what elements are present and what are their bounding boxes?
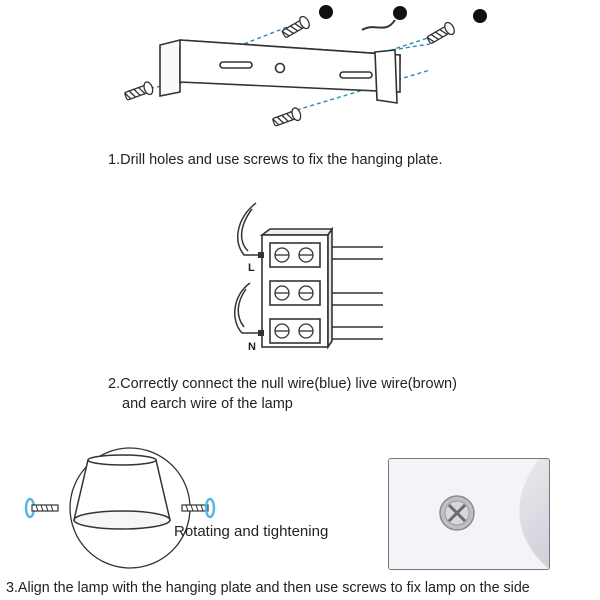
- black-dot-marker: [319, 5, 333, 19]
- hanging-plate-diagram: [123, 5, 487, 127]
- hanging-plate-icon: [159, 39, 401, 104]
- label-live: L: [248, 262, 255, 274]
- lamp-mount-diagram: [24, 447, 216, 569]
- step-3-caption: 3.Align the lamp with the hanging plate …: [6, 580, 530, 596]
- label-neutral: N: [248, 341, 256, 353]
- screw-icon: [123, 81, 154, 101]
- screw-icon: [271, 107, 302, 127]
- terminal-block-diagram: L N: [234, 202, 383, 353]
- screw-icon: [426, 21, 455, 44]
- screw-icon: [281, 15, 310, 38]
- step-1-caption: 1.Drill holes and use screws to fix the …: [108, 152, 443, 168]
- wire-icon: [361, 19, 396, 31]
- terminal-block-icon: [259, 226, 334, 350]
- step-2-caption-line2: and earch wire of the lamp: [122, 396, 293, 412]
- screw-icon: [24, 497, 59, 519]
- screw-head-icon: [439, 495, 475, 531]
- black-dot-marker: [473, 9, 487, 23]
- step-2-caption-line1: 2.Correctly connect the null wire(blue) …: [108, 376, 457, 392]
- screw-icon: [181, 497, 216, 519]
- lamp-shade-icon: [73, 454, 171, 530]
- screw-closeup-photo: [388, 458, 550, 570]
- rotate-label: Rotating and tightening: [174, 523, 329, 540]
